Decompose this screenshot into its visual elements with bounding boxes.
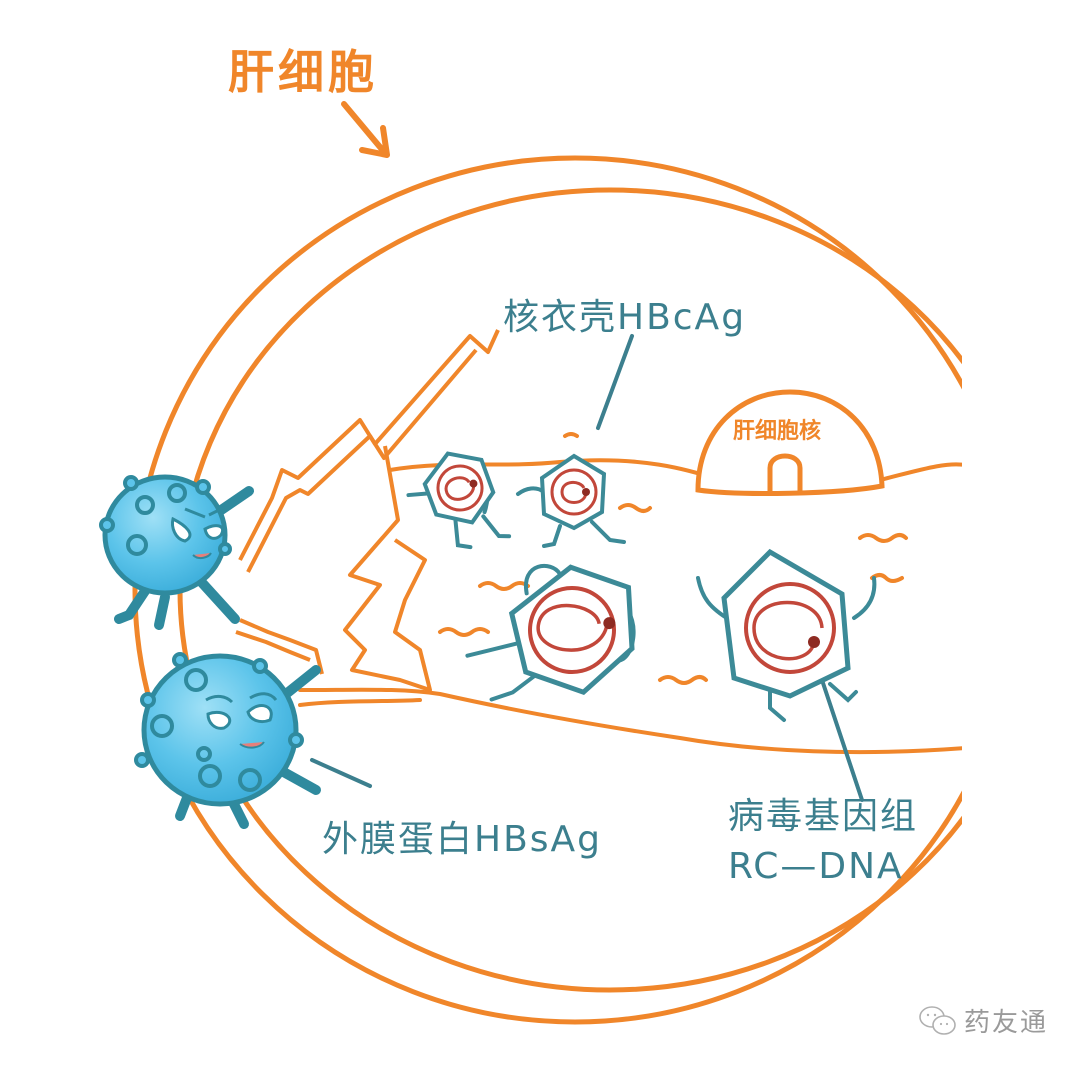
viral-genome-line1: 病毒基因组 [728, 796, 919, 837]
nucleus-label: 肝细胞核 [733, 419, 822, 444]
wechat-icon [919, 1005, 956, 1035]
surface-antigen-character [134, 652, 321, 829]
viral-genome-label: 病毒基因组 RC—DNA [728, 792, 918, 892]
capsid-character [696, 548, 877, 722]
watermark-text: 药友通 [964, 1008, 1049, 1038]
surface-antigen-character [99, 474, 254, 630]
viral-genome-line2: RC—DNA [728, 846, 904, 887]
hepatocyte-title: 肝细胞 [228, 45, 378, 99]
core-capsid-label: 核衣壳HBcAg [503, 297, 747, 338]
title-arrow [341, 101, 390, 158]
lightning-bolts [235, 329, 500, 692]
capsid-character [516, 453, 626, 548]
capsid-character [465, 564, 636, 702]
nucleus-dome [695, 389, 885, 496]
capsid-character [406, 451, 512, 550]
watermark: 药友通 [918, 1002, 1048, 1039]
surface-protein-label: 外膜蛋白HBsAg [322, 819, 603, 860]
pointer-lines [310, 334, 864, 802]
